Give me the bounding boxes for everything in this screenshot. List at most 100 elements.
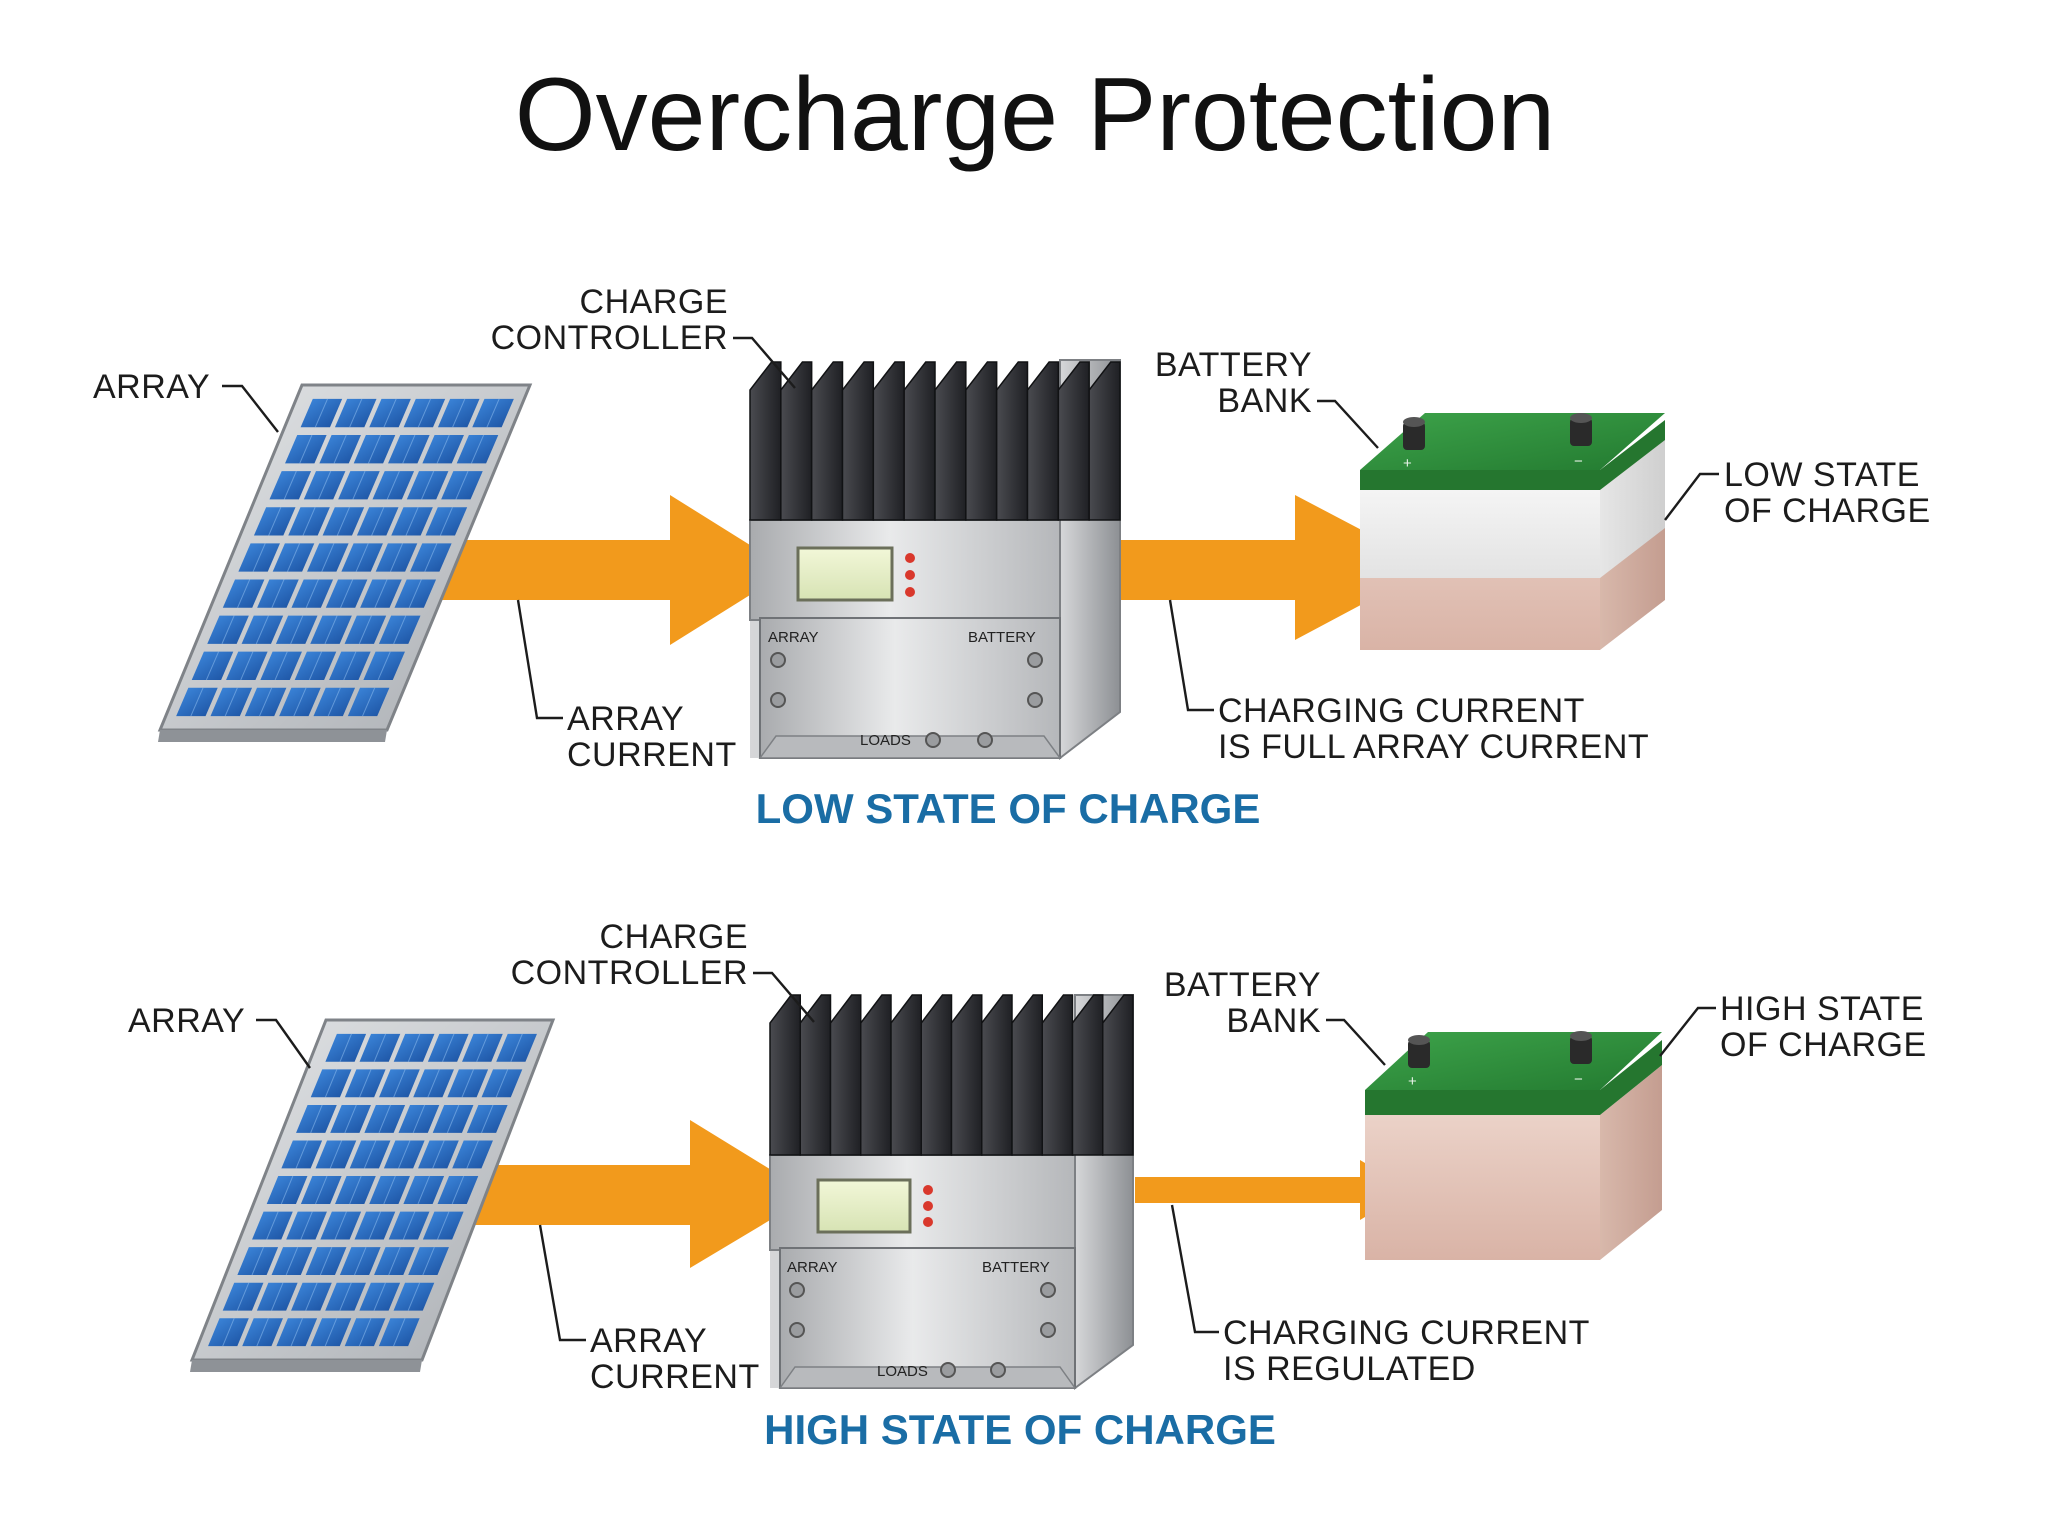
array-label: ARRAY	[128, 1002, 245, 1040]
heatsink-fin	[872, 361, 905, 521]
cell-busbar	[352, 470, 366, 500]
cell-busbar	[310, 1104, 323, 1134]
lcd-screen	[816, 1178, 912, 1234]
cell-busbar	[205, 651, 220, 681]
status-led	[905, 553, 915, 563]
cell-busbar	[256, 1318, 269, 1347]
cell-busbar	[452, 398, 466, 428]
battery-label-line2: BANK	[1226, 1002, 1321, 1040]
cell-busbar	[424, 543, 438, 572]
state-label-line1: HIGH STATE	[1720, 990, 1924, 1028]
solar-panel	[189, 1018, 556, 1372]
heatsink-fin	[1057, 361, 1090, 521]
charging-label-line1: CHARGING CURRENT	[1223, 1314, 1590, 1352]
battery-label-line1: BATTERY	[1155, 346, 1312, 384]
cell-busbar	[389, 543, 404, 572]
loads-terminal-label: LOADS	[860, 732, 911, 749]
battery-terminal-label: BATTERY	[968, 629, 1036, 646]
cell-busbar	[280, 1175, 294, 1205]
cell-busbar	[461, 1069, 474, 1098]
cell-busbar	[367, 434, 382, 464]
cell-busbar	[393, 1318, 406, 1347]
cell-busbar	[486, 398, 500, 428]
cell-busbar	[329, 1140, 343, 1169]
cell-busbar	[368, 1211, 382, 1240]
array-leader	[256, 1018, 311, 1069]
loads-terminal-label: LOADS	[877, 1363, 928, 1380]
cell-busbar	[302, 507, 316, 536]
state-label-line2: OF CHARGE	[1724, 492, 1931, 530]
heatsink-fin	[920, 994, 953, 1156]
battery-empty-fill	[1360, 490, 1600, 578]
heatsink	[769, 994, 1134, 1156]
cell-busbar	[354, 1246, 367, 1276]
cell-busbar	[308, 651, 323, 681]
cell-busbar	[408, 579, 422, 608]
cell-busbar	[377, 651, 391, 681]
array-terminal-label: ARRAY	[768, 629, 819, 646]
heatsink-fin	[934, 361, 967, 521]
heatsink-fin	[903, 361, 936, 521]
status-led	[923, 1201, 933, 1211]
cell-busbar	[339, 1282, 352, 1311]
battery-empty-side	[1600, 440, 1665, 578]
cell-busbar	[259, 687, 273, 717]
cell-busbar	[295, 1140, 308, 1169]
cell-busbar	[412, 1104, 426, 1134]
heatsink-fin	[799, 994, 832, 1156]
cell-busbar	[319, 1246, 333, 1276]
cell-busbar	[293, 687, 307, 717]
panel-caption: HIGH STATE OF CHARGE	[764, 1406, 1276, 1453]
cell-busbar	[421, 470, 435, 500]
cell-busbar	[268, 507, 282, 536]
battery-label-line1: BATTERY	[1164, 966, 1321, 1004]
cell-busbar	[481, 1104, 494, 1134]
cell-busbar	[324, 1318, 338, 1347]
charging-leader	[1168, 599, 1214, 712]
solar-cells	[176, 398, 514, 717]
cell-busbar	[359, 1069, 372, 1098]
cell-busbar	[283, 470, 297, 500]
status-led	[923, 1185, 933, 1195]
cell-busbar	[422, 1246, 435, 1276]
cell-busbar	[344, 1104, 357, 1134]
heatsink-fin	[829, 994, 862, 1156]
state-leader	[1659, 1006, 1716, 1057]
cell-busbar	[510, 1033, 523, 1062]
status-led	[905, 570, 915, 580]
cell-busbar	[436, 434, 450, 464]
cell-busbar	[266, 1211, 279, 1240]
charging-current-arrow	[1115, 495, 1432, 640]
status-led	[923, 1217, 933, 1227]
heatsink-fin	[1011, 994, 1043, 1156]
cell-busbar	[470, 434, 485, 464]
cell-busbar	[190, 687, 204, 717]
heatsink-fin	[769, 994, 801, 1156]
battery-terminal-label: BATTERY	[982, 1259, 1050, 1276]
cell-busbar	[333, 434, 347, 464]
heatsink-fin	[950, 994, 983, 1156]
array-current-leader	[516, 599, 563, 720]
charging-label-line2: IS FULL ARRAY CURRENT	[1218, 728, 1649, 766]
heatsink-fin	[1071, 994, 1104, 1156]
array-current-arrow	[460, 1120, 812, 1268]
cell-busbar	[255, 615, 269, 645]
cell-busbar	[442, 1033, 455, 1062]
panel-low: ARRAY BATTERY LOADS	[93, 283, 1931, 832]
page-title: Overcharge Protection	[515, 57, 1556, 173]
cell-busbar	[236, 1282, 250, 1311]
cell-busbar	[324, 1069, 338, 1098]
cell-busbar	[222, 1318, 235, 1347]
cell-busbar	[402, 434, 416, 464]
cell-busbar	[358, 1318, 372, 1347]
charging-leader	[1170, 1204, 1219, 1334]
cell-busbar	[224, 687, 238, 717]
svg-text:+: +	[1403, 455, 1412, 472]
cell-busbar	[340, 579, 354, 608]
cell-busbar	[314, 398, 328, 428]
cell-busbar	[439, 507, 453, 536]
cell-busbar	[324, 615, 338, 645]
cell-busbar	[334, 1211, 347, 1240]
cell-busbar	[378, 1104, 391, 1134]
cell-busbar	[451, 1175, 465, 1205]
